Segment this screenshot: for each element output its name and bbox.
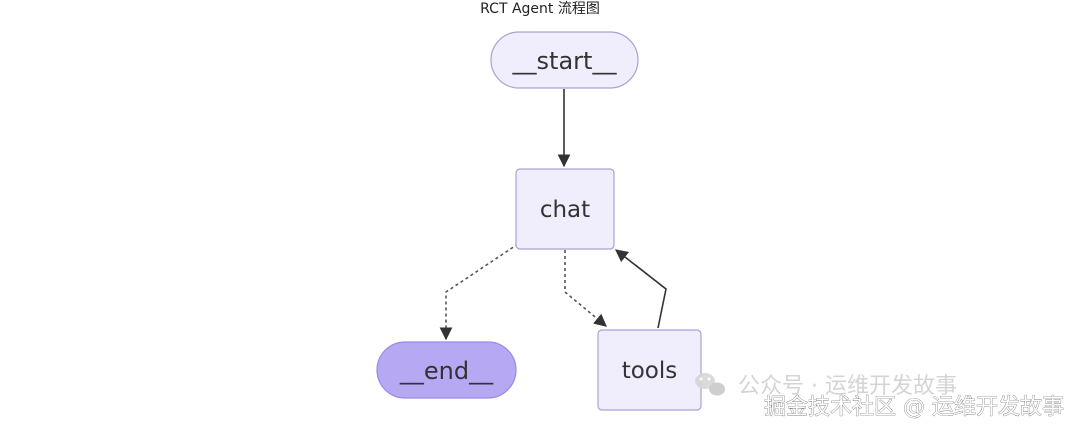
node-chat-label: chat <box>540 197 590 223</box>
node-end[interactable]: __end__ <box>376 341 517 399</box>
watermark-line2: 掘金技术社区 @ 运维开发故事 <box>764 395 1064 420</box>
edges <box>439 89 667 341</box>
edge-tools-to-chat <box>614 249 667 329</box>
node-start-label: __start__ <box>512 47 618 75</box>
watermark: 公众号 · 运维开发故事 掘金技术社区 @ 运维开发故事 <box>695 373 1064 420</box>
edge-chat-to-tools <box>564 250 607 327</box>
diagram-title: RCT Agent 流程图 <box>480 1 600 17</box>
watermark-line1: 公众号 · 运维开发故事 <box>738 374 957 399</box>
edge-chat-to-end <box>439 243 519 341</box>
node-start[interactable]: __start__ <box>490 31 639 89</box>
wechat-icon <box>695 373 725 396</box>
node-tools-label: tools <box>622 358 678 384</box>
node-chat[interactable]: chat <box>515 168 615 250</box>
node-end-label: __end__ <box>399 357 494 385</box>
node-tools[interactable]: tools <box>597 329 702 411</box>
